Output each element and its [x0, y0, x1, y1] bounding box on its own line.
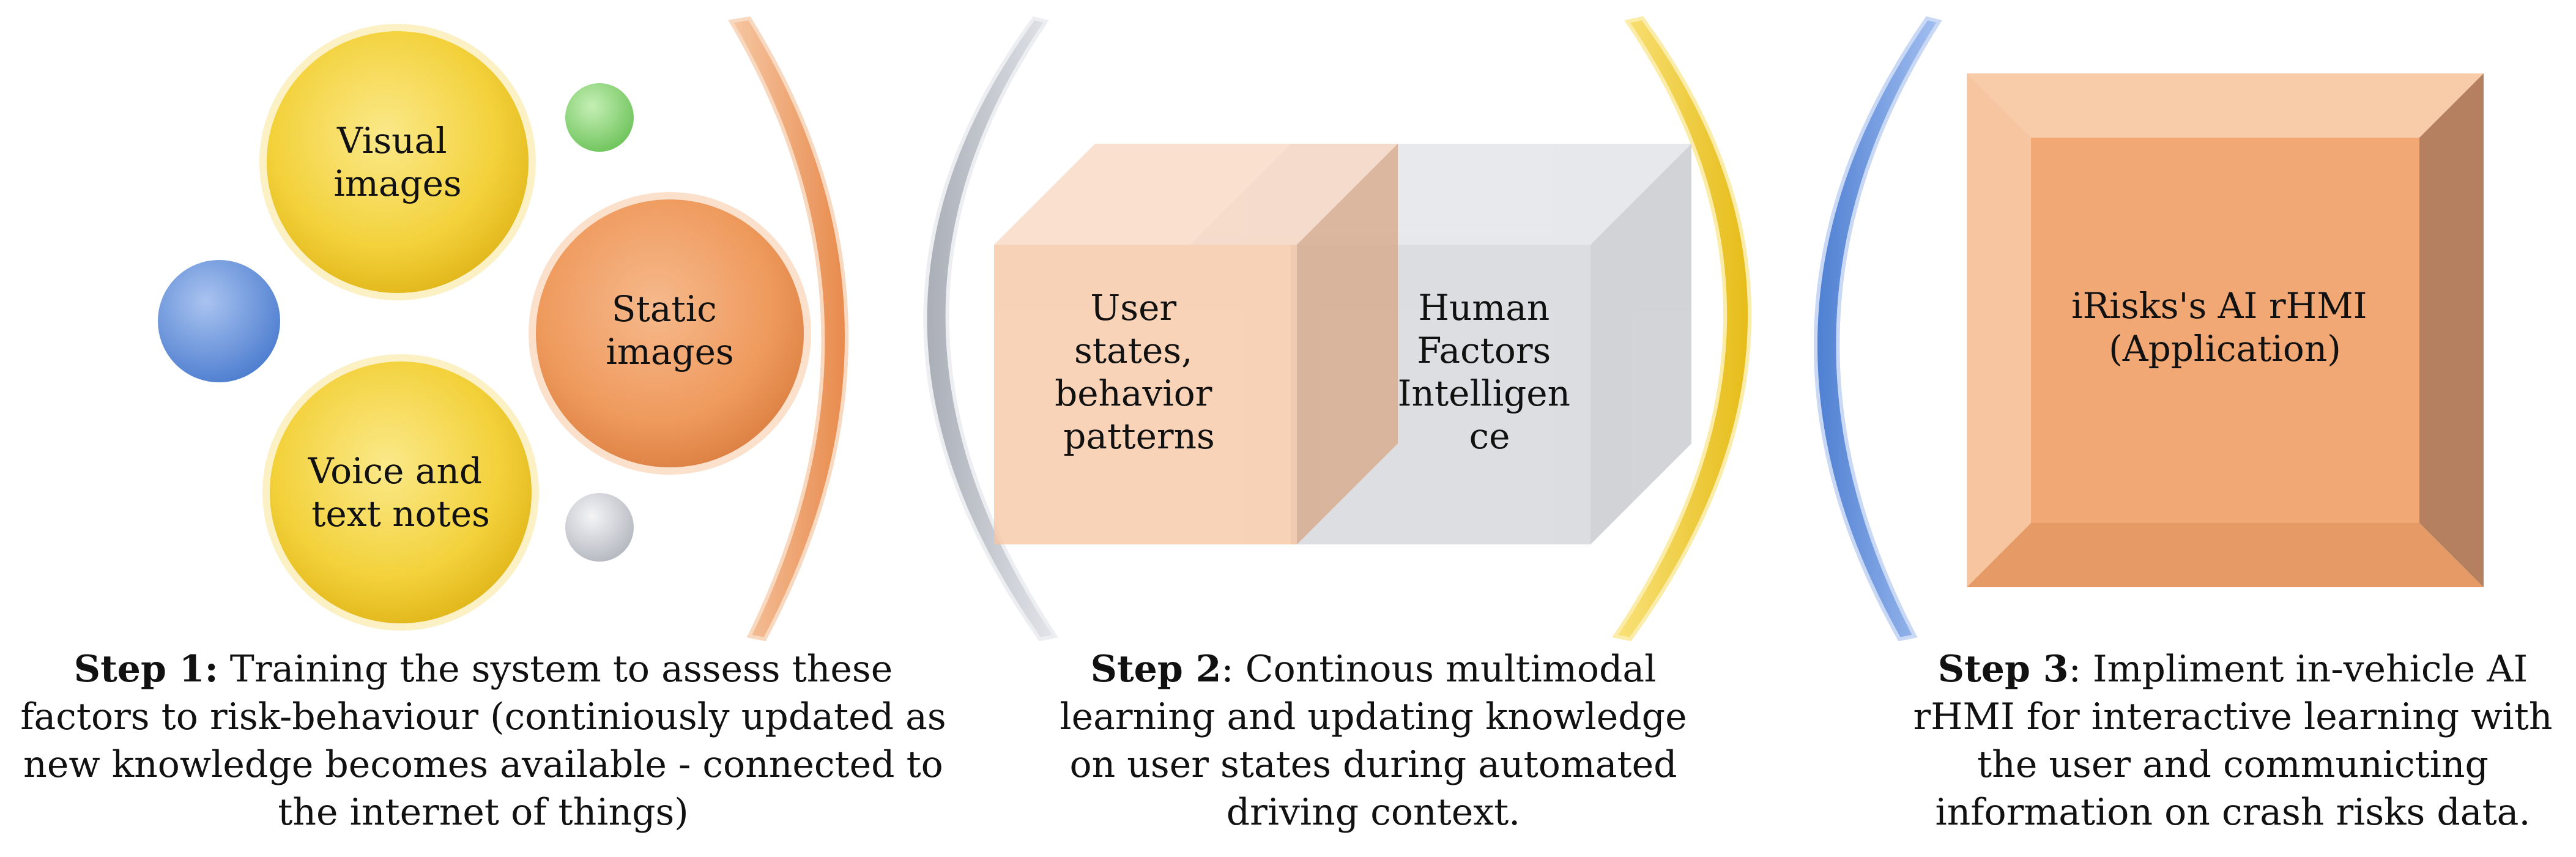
step1-bubbles: Visual images Voice and text notes Stati… [152, 24, 811, 631]
user-states-cube [994, 144, 1398, 544]
application-label: iRisks's AI rHMI (Application) [2071, 285, 2378, 369]
step3-caption: Step 3: Impliment in-vehicle AI rHMI for… [1913, 648, 2553, 834]
human-factors-label: Human Factors Intelligen ce [1398, 287, 1582, 457]
step2-cubes: User states, behavior patterns Human Fac… [994, 144, 1691, 544]
step1-caption: Step 1: Training the system to assess th… [12, 645, 954, 836]
step3-title: Step 3 [1937, 648, 2069, 691]
step3-description: Impliment in-vehicle AI rHMI for interac… [1913, 648, 2553, 834]
grey-left-bracket [923, 16, 1058, 642]
visual-images-bubble [259, 24, 536, 300]
step1-title: Step 1: [73, 648, 218, 691]
visual-images-label: Visual images [333, 120, 461, 204]
voice-text-notes-label: Voice and text notes [308, 450, 494, 535]
orange-right-bracket [728, 16, 848, 642]
step2-title: Step 2 [1090, 648, 1222, 691]
step2-description: Continous multimodal learning and updati… [1060, 648, 1687, 834]
green-bubble [560, 78, 639, 157]
blue-bubble [152, 254, 286, 388]
yellow-right-bracket [1611, 16, 1752, 642]
step2-caption: Step 2: Continous multimodal learning an… [1060, 648, 1687, 834]
step1-description: Training the system to assess these fact… [20, 648, 946, 834]
grey-bubble [560, 488, 639, 566]
static-images-label: Static images [606, 288, 733, 373]
blue-left-bracket [1813, 16, 1942, 642]
user-states-label: User states, behavior patterns [1055, 287, 1223, 457]
voice-text-notes-bubble [262, 354, 539, 631]
application-frame: iRisks's AI rHMI (Application) [1967, 73, 2484, 587]
static-images-bubble [529, 192, 811, 475]
